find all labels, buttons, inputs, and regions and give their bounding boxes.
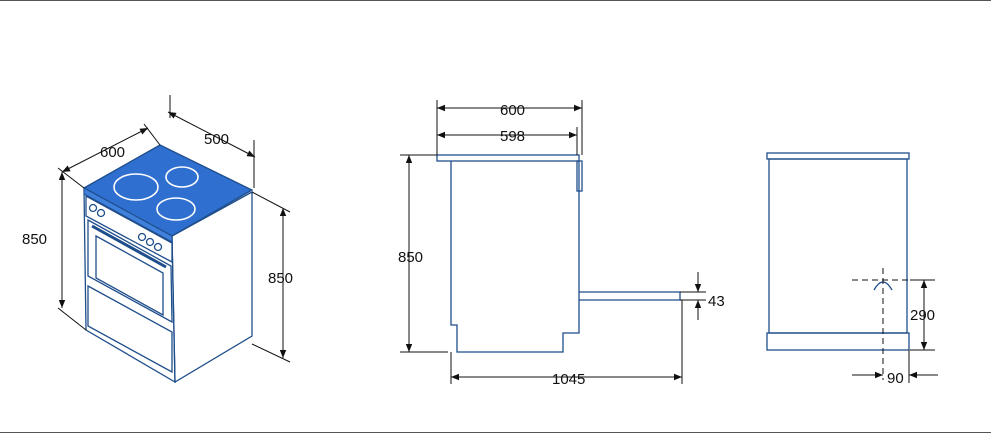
side-inner-width-label: 598 <box>500 128 525 145</box>
iso-control-panel <box>85 194 173 264</box>
side-open-depth-label: 1045 <box>552 371 585 388</box>
iso-door-handle <box>91 224 167 269</box>
back-body <box>768 158 908 334</box>
iso-width-label: 600 <box>100 144 125 161</box>
bottom-border-line <box>0 432 991 433</box>
iso-knob-3 <box>137 232 147 242</box>
iso-knob-4 <box>145 237 155 247</box>
side-door-thickness-label: 43 <box>708 293 725 310</box>
iso-knob-1 <box>88 203 98 213</box>
iso-hob-zone-small <box>165 166 199 188</box>
iso-depth-label: 500 <box>204 131 229 148</box>
iso-hob-zone-large <box>113 173 159 201</box>
side-view: 600 598 850 1045 43 <box>398 100 725 388</box>
iso-height-right-label: 850 <box>268 270 293 287</box>
side-open-door <box>579 291 681 301</box>
back-top-strip <box>766 152 910 160</box>
isometric-view: 600 500 850 850 <box>22 95 293 384</box>
iso-hob-rim <box>83 187 173 243</box>
iso-oven-window <box>95 234 164 317</box>
side-body <box>450 161 580 353</box>
top-border-line <box>0 0 991 1</box>
iso-height-left-label: 850 <box>22 231 47 248</box>
side-top-width-label: 600 <box>500 102 525 119</box>
side-height-label: 850 <box>398 249 423 266</box>
back-offset-label: 90 <box>887 370 904 387</box>
side-hob-top <box>436 154 580 162</box>
iso-drawer <box>87 284 173 374</box>
back-height-label: 290 <box>910 307 935 324</box>
back-view: 290 90 <box>766 152 938 387</box>
iso-knob-5 <box>153 242 163 252</box>
side-back-panel <box>576 160 583 192</box>
back-plinth <box>766 332 910 351</box>
iso-oven-door <box>87 218 173 324</box>
iso-knob-2 <box>96 208 106 218</box>
iso-hob-zone-front <box>156 197 196 221</box>
